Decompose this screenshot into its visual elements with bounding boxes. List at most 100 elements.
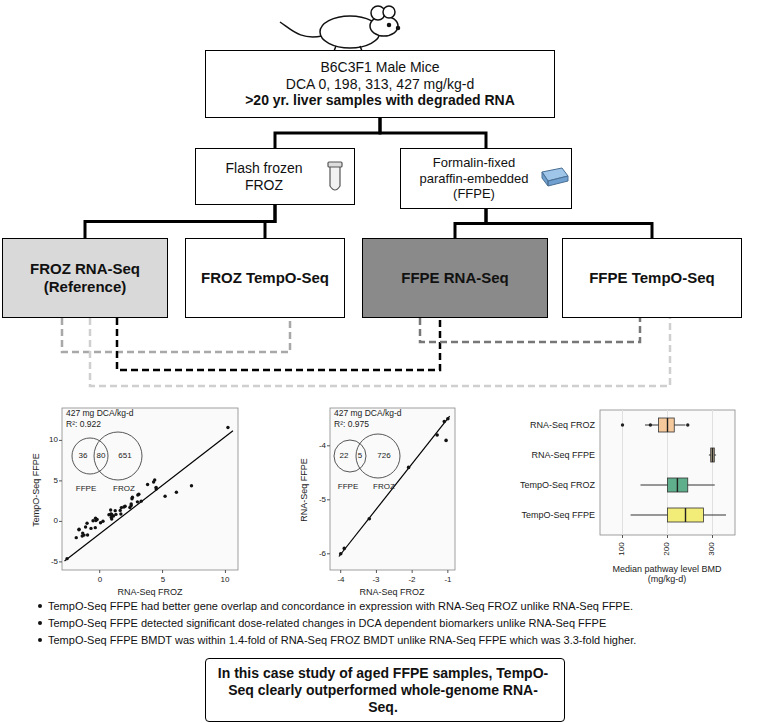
chart-label: 0 — [54, 516, 58, 525]
bullet-dot — [38, 604, 42, 608]
chart-label: 300 — [707, 542, 716, 555]
data-point — [146, 483, 149, 486]
tick-mark — [376, 570, 377, 573]
bullet-note: TempO-Seq FFPE detected significant dose… — [48, 617, 606, 630]
chart-label: 10 — [49, 435, 58, 444]
method-box: FROZ TempO-Seq — [185, 238, 345, 318]
plot-axes — [59, 408, 238, 573]
mouse-eye — [388, 24, 391, 27]
data-point — [226, 426, 229, 429]
data-point — [342, 547, 346, 551]
plot-frame — [330, 408, 455, 570]
data-point — [86, 533, 89, 536]
cassette-side — [542, 172, 568, 186]
tree-connector — [486, 209, 652, 238]
tick-mark — [99, 570, 100, 573]
conclusion-box: In this case study of aged FFPE samples,… — [205, 658, 565, 722]
chart-label: 5 — [54, 476, 58, 485]
chart-label: RNA-Seq FROZ — [530, 420, 595, 430]
box — [668, 508, 704, 522]
tick-mark — [162, 570, 163, 573]
chart-label: 10 — [221, 575, 230, 584]
venn-circle — [72, 438, 108, 474]
tree-connector — [265, 205, 275, 238]
chart-label: 80 — [97, 451, 106, 460]
axis-title: Median pathway level BMD (mg/kg-d) — [602, 564, 732, 585]
node-text: FFPE RNA-Seq — [401, 269, 509, 287]
data-point — [110, 513, 113, 516]
outlier — [686, 423, 689, 426]
data-point — [65, 557, 68, 560]
chart-label: -1 — [444, 575, 451, 584]
data-point — [75, 536, 78, 539]
bullet-dot — [38, 638, 42, 642]
bullet-note: TempO-Seq FFPE had better gene overlap a… — [48, 600, 633, 613]
data-point — [444, 439, 448, 443]
data-point — [82, 533, 85, 536]
chart-label: TempO-Seq FFPE — [521, 510, 595, 520]
bullet-dot — [38, 621, 42, 625]
chart-label: FFPE — [76, 484, 96, 493]
method-box: FROZ RNA-Seq (Reference) — [2, 238, 168, 318]
data-point — [118, 509, 121, 512]
tick-mark — [447, 570, 448, 573]
chart-label: 22 — [340, 451, 349, 460]
chart-label: -3 — [372, 575, 379, 584]
chart-group — [38, 408, 735, 642]
data-point — [131, 496, 134, 499]
cassette-icon — [542, 168, 568, 186]
median — [712, 448, 713, 462]
tree-connector — [85, 205, 275, 238]
chart-label: RNA-Seq FROZ — [117, 587, 182, 597]
tick-mark — [59, 561, 62, 562]
grid-line — [712, 410, 713, 535]
mouse-illustration — [280, 6, 400, 51]
data-point — [163, 495, 166, 498]
chart-label: 0 — [98, 575, 102, 584]
mouse-nose — [397, 27, 400, 30]
node-text: Formalin-fixed paraffin-embedded (FFPE) — [409, 155, 539, 202]
median — [667, 418, 668, 432]
frozen-box: Flash frozenFROZ — [195, 148, 355, 205]
chart-label: FROZ — [373, 482, 395, 491]
chart-label: TempO-Seq FFPE — [31, 453, 41, 527]
data-point — [85, 522, 88, 525]
data-point — [123, 505, 126, 508]
chart-label: 427 mg DCA/kg-d — [334, 409, 402, 419]
mouse-tail — [280, 22, 322, 37]
data-point — [446, 417, 450, 421]
box-plot — [600, 410, 735, 538]
data-point — [77, 527, 80, 530]
data-point — [154, 486, 157, 489]
tick-mark — [225, 570, 226, 573]
comparison-connector — [90, 318, 670, 386]
data-point — [435, 433, 439, 437]
node-text: DCA 0, 198, 313, 427 mg/kg-d — [286, 76, 474, 93]
chart-label: 36 — [79, 451, 88, 460]
chart-label: FFPE — [338, 482, 358, 491]
tick-mark — [327, 499, 330, 500]
regression-line — [65, 431, 233, 561]
data-point — [94, 516, 97, 519]
data-point — [339, 552, 343, 556]
chart-label: RNA-Seq FFPE — [299, 458, 309, 522]
chart-label: -5 — [319, 495, 326, 504]
data-point — [77, 528, 80, 531]
data-point — [89, 527, 92, 530]
venn-circle — [356, 434, 400, 478]
method-box: FFPE RNA-Seq — [362, 238, 548, 318]
data-point — [136, 493, 139, 496]
node-text: In this case study of aged FFPE samples,… — [214, 665, 552, 715]
comparison-connector — [420, 318, 640, 342]
chart-label: RNA-Seq FFPE — [531, 450, 595, 460]
comparison-connector — [62, 318, 290, 352]
chart-label: 651 — [118, 451, 131, 460]
node-text: >20 yr. liver samples with degraded RNA — [245, 92, 515, 109]
chart-label: -4 — [319, 441, 326, 450]
chart-label: RNA-Seq FROZ — [359, 587, 424, 597]
node-text: FFPE TempO-Seq — [589, 269, 715, 287]
data-point — [119, 512, 122, 515]
data-point — [136, 500, 139, 503]
mouse-body — [320, 16, 380, 48]
tube-icon — [328, 162, 342, 190]
